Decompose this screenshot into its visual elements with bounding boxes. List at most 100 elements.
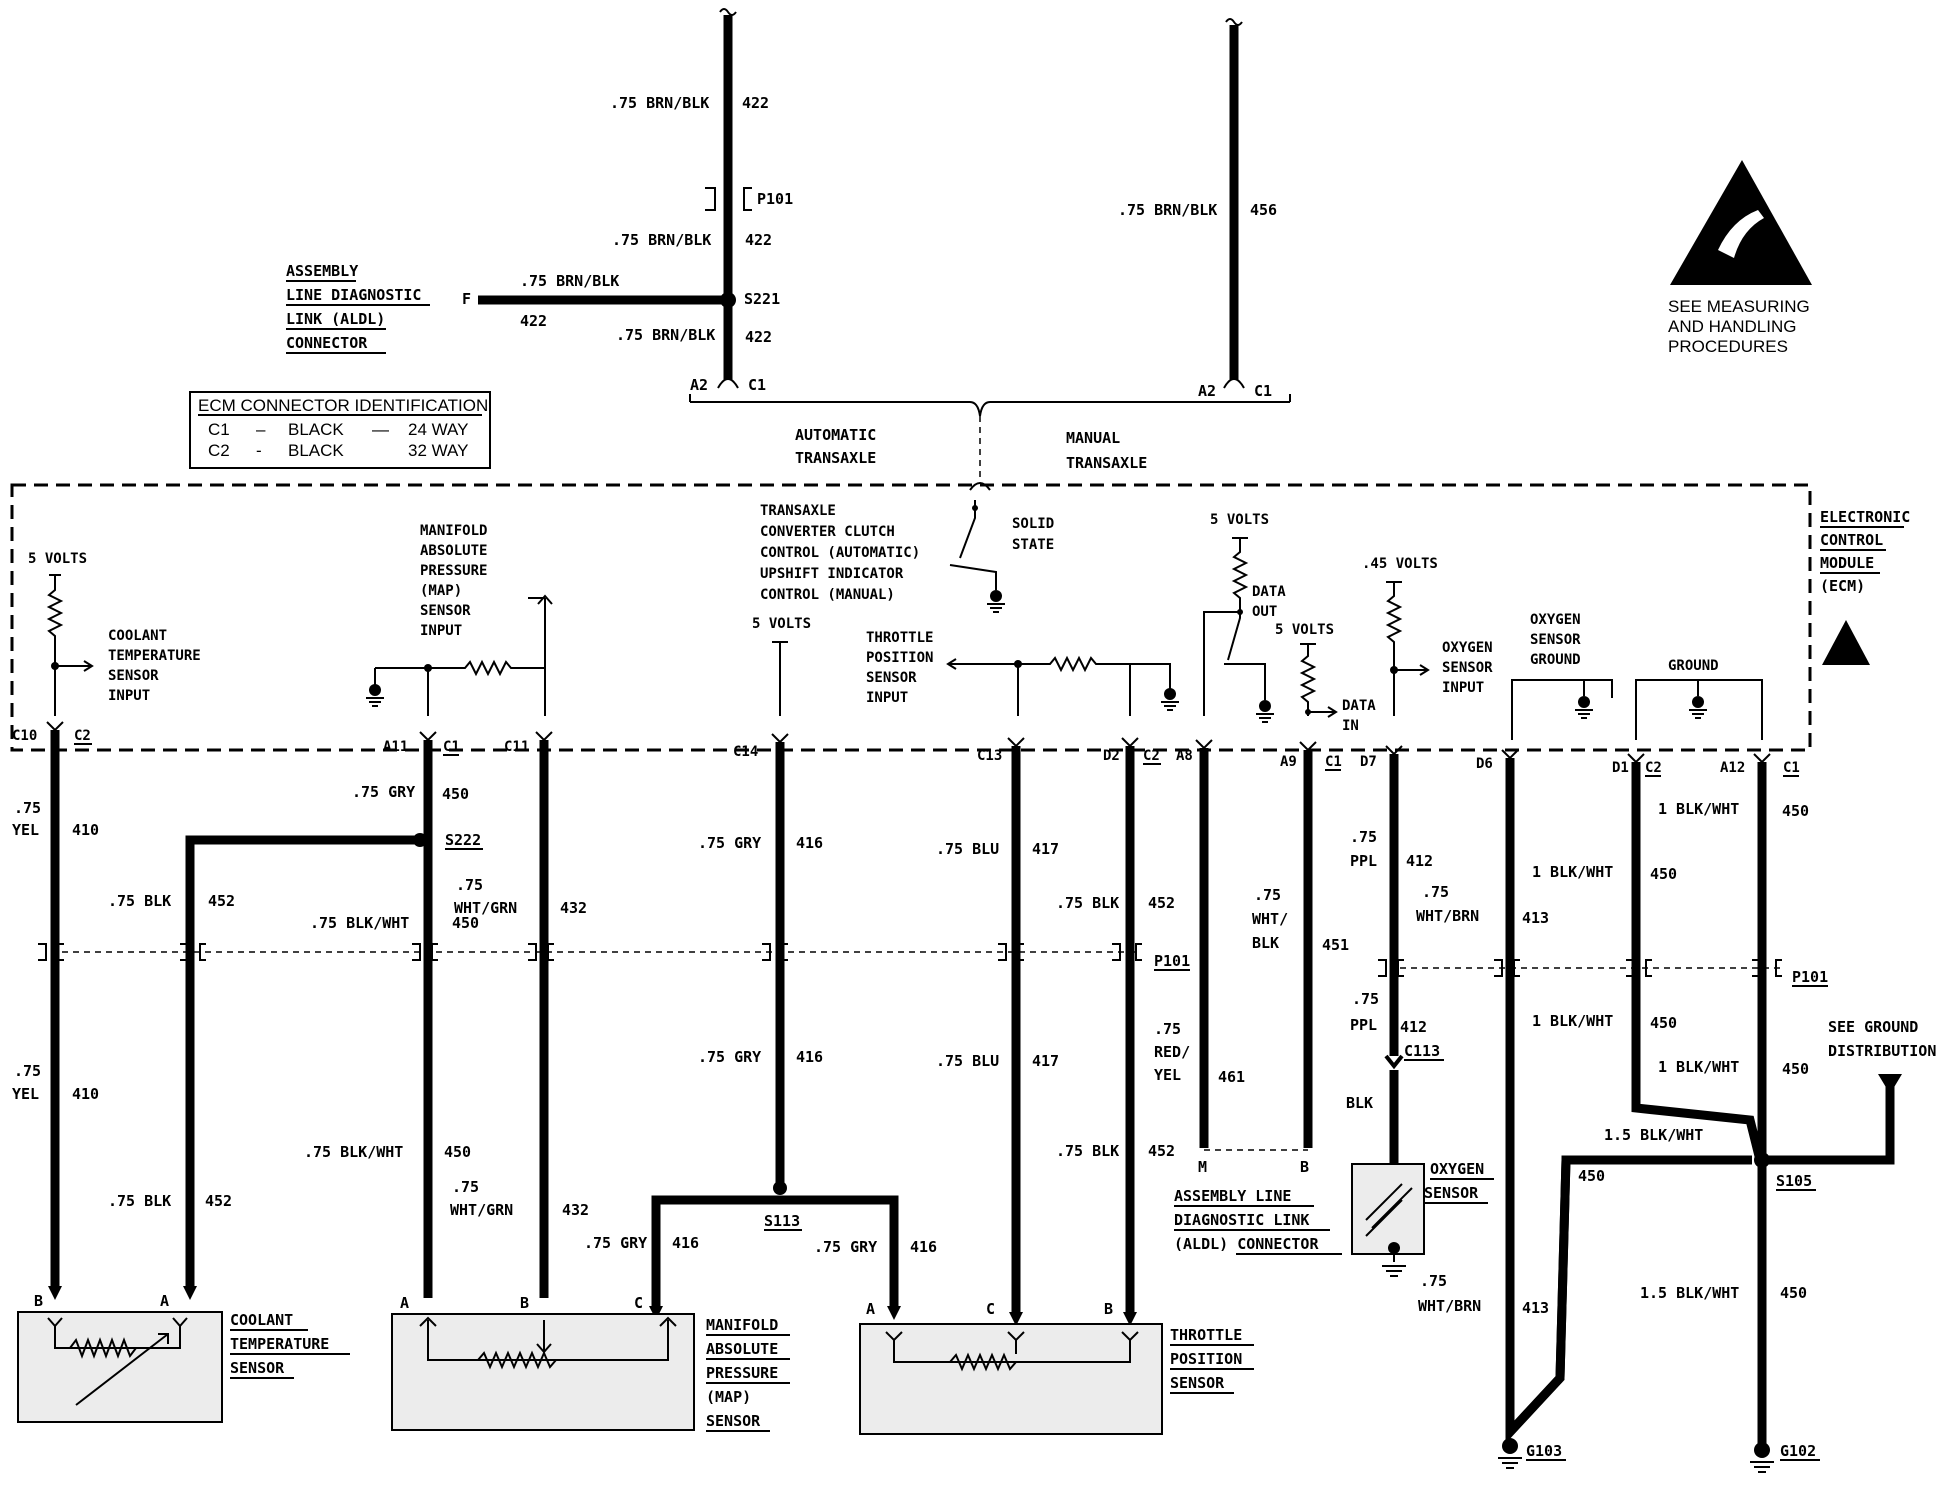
wire-450-a12: 1 BLK/WHT 450 1 BLK/WHT 450 S105 1.5 BLK… — [1640, 753, 1936, 1450]
label: BLK — [1252, 934, 1279, 952]
label: .75 BLU — [936, 840, 999, 858]
splice-s113: S113 — [764, 1212, 800, 1230]
pin-a11: A11 — [383, 739, 408, 755]
circuit-number: 417 — [1032, 1052, 1059, 1070]
table-cell: BLACK — [288, 441, 344, 460]
label: GROUND — [1530, 652, 1581, 668]
ecm-c14-circuit: 5 VOLTS — [752, 616, 811, 716]
circuit-number: 432 — [560, 899, 587, 917]
label: PRESSURE — [420, 563, 487, 579]
table-title: ECM CONNECTOR IDENTIFICATION — [198, 396, 488, 415]
ecm-tps-circuit: THROTTLE POSITION SENSOR INPUT — [866, 630, 1179, 716]
ecm-tcc-circuit: TRANSAXLE CONVERTER CLUTCH CONTROL (AUTO… — [760, 500, 1054, 613]
circuit-number: 416 — [910, 1238, 937, 1256]
label: .75 BRN/BLK — [616, 326, 715, 344]
label: .75 — [1422, 883, 1449, 901]
ecm-title-1: ELECTRONIC — [1820, 508, 1910, 526]
label: .75 — [1254, 886, 1281, 904]
table-cell: BLACK — [288, 420, 344, 439]
connector-c1: C1 — [1325, 754, 1342, 770]
circuit-number: 412 — [1406, 852, 1433, 870]
circuit-number: 451 — [1322, 936, 1349, 954]
table-cell: – — [256, 420, 266, 439]
label: SENSOR — [420, 603, 471, 619]
aldl-label-2: LINE DIAGNOSTIC — [286, 286, 421, 304]
splice-s221: S221 — [744, 290, 780, 308]
connector-p101: P101 — [757, 190, 793, 208]
connector-c2: C2 — [74, 728, 91, 744]
label: .45 VOLTS — [1362, 556, 1438, 572]
sensor-label: PRESSURE — [706, 1364, 778, 1382]
table-cell: C1 — [208, 420, 230, 439]
label: .75 — [1352, 990, 1379, 1008]
label: .75 BRN/BLK — [520, 272, 619, 290]
label: INPUT — [108, 688, 150, 704]
circuit-number: 450 — [452, 914, 479, 932]
pin-a: A — [400, 1294, 409, 1312]
label: .75 BLK — [1056, 894, 1119, 912]
label: TEMPERATURE — [108, 648, 201, 664]
pin-a8: A8 — [1176, 748, 1193, 764]
label: .75 — [452, 1178, 479, 1196]
circuit-number: 410 — [72, 821, 99, 839]
pin-c: C — [634, 1294, 643, 1312]
label: COOLANT — [108, 628, 167, 644]
manual-transaxle-2: TRANSAXLE — [1066, 454, 1147, 472]
label: IN — [1342, 718, 1359, 734]
esd-text-3: PROCEDURES — [1668, 337, 1788, 356]
map-sensor: A B C MANIFOLD ABSOLUTE PRESSURE (MAP) S… — [391, 1294, 790, 1432]
ecm-pins: C10 C2 A11 C1 C11 C14 C13 D2 C2 A8 A9 C1… — [12, 728, 1800, 777]
table-cell: 32 WAY — [408, 441, 468, 460]
esd-text-1: SEE MEASURING — [1668, 297, 1810, 316]
wire-452-tps: .75 BLK 452 .75 BLK 452 — [1056, 737, 1175, 1326]
circuit-number: 450 — [1782, 1060, 1809, 1078]
wire-410: .75 YEL 410 .75 YEL 410 — [12, 721, 99, 1300]
sensor-label: (MAP) — [706, 1388, 751, 1406]
ground-g102: G102 — [1750, 1442, 1820, 1473]
label: .75 BRN/BLK — [610, 94, 709, 112]
label: YEL — [12, 821, 39, 839]
splice-s105: S105 — [1776, 1172, 1812, 1190]
circuit-number: 413 — [1522, 1299, 1549, 1317]
label: 1 BLK/WHT — [1532, 863, 1613, 881]
connector-p101: P101 — [1154, 952, 1190, 970]
circuit-number: 416 — [796, 834, 823, 852]
label: 5 VOLTS — [1275, 622, 1334, 638]
label: DATA — [1252, 584, 1286, 600]
pin-c13: C13 — [977, 748, 1002, 764]
connector-c1: C1 — [443, 739, 460, 755]
aldl-label-1: ASSEMBLY — [286, 262, 358, 280]
pin-a2: A2 — [690, 376, 708, 394]
ecm-data-circuit: 5 VOLTS DATA OUT 5 VOLTS DATA IN — [1203, 512, 1376, 734]
wire-412: .75 PPL 412 .75 PPL 412 C113 BLK — [1346, 745, 1444, 1164]
label: 1 BLK/WHT — [1532, 1012, 1613, 1030]
aldl-label: (ALDL) CONNECTOR — [1174, 1235, 1319, 1253]
label: INPUT — [420, 623, 462, 639]
oxygen-sensor: OXYGEN SENSOR — [1351, 1160, 1494, 1277]
sensor-label: SENSOR — [1170, 1374, 1225, 1392]
sensor-label: COOLANT — [230, 1311, 293, 1329]
wire-452: .75 BLK 452 .75 BLK 452 — [108, 835, 420, 1300]
label: 5 VOLTS — [752, 616, 811, 632]
label: .75 GRY — [814, 1238, 877, 1256]
sensor-label: ABSOLUTE — [706, 1340, 778, 1358]
circuit-number: 416 — [796, 1048, 823, 1066]
label: ABSOLUTE — [420, 543, 487, 559]
connector-c2: C2 — [1645, 760, 1662, 776]
label: MANIFOLD — [420, 523, 487, 539]
circuit-number: 450 — [1650, 1014, 1677, 1032]
circuit-number: 461 — [1218, 1068, 1245, 1086]
label: .75 GRY — [584, 1234, 647, 1252]
aldl-label-4: CONNECTOR — [286, 334, 368, 352]
label: 1.5 BLK/WHT — [1640, 1284, 1739, 1302]
label: WHT/BRN — [1416, 907, 1479, 925]
esd-warning-icon: SEE MEASURING AND HANDLING PROCEDURES — [1668, 160, 1812, 356]
pin-c: C — [986, 1300, 995, 1318]
label: 1.5 BLK/WHT — [1604, 1126, 1703, 1144]
label: PPL — [1350, 1016, 1377, 1034]
pin-d7: D7 — [1360, 754, 1377, 770]
aldl-top-wire: F .75 BRN/BLK 422 ASSEMBLY LINE DIAGNOST… — [286, 262, 728, 354]
label: .75 BRN/BLK — [612, 231, 711, 249]
label: SOLID — [1012, 516, 1054, 532]
